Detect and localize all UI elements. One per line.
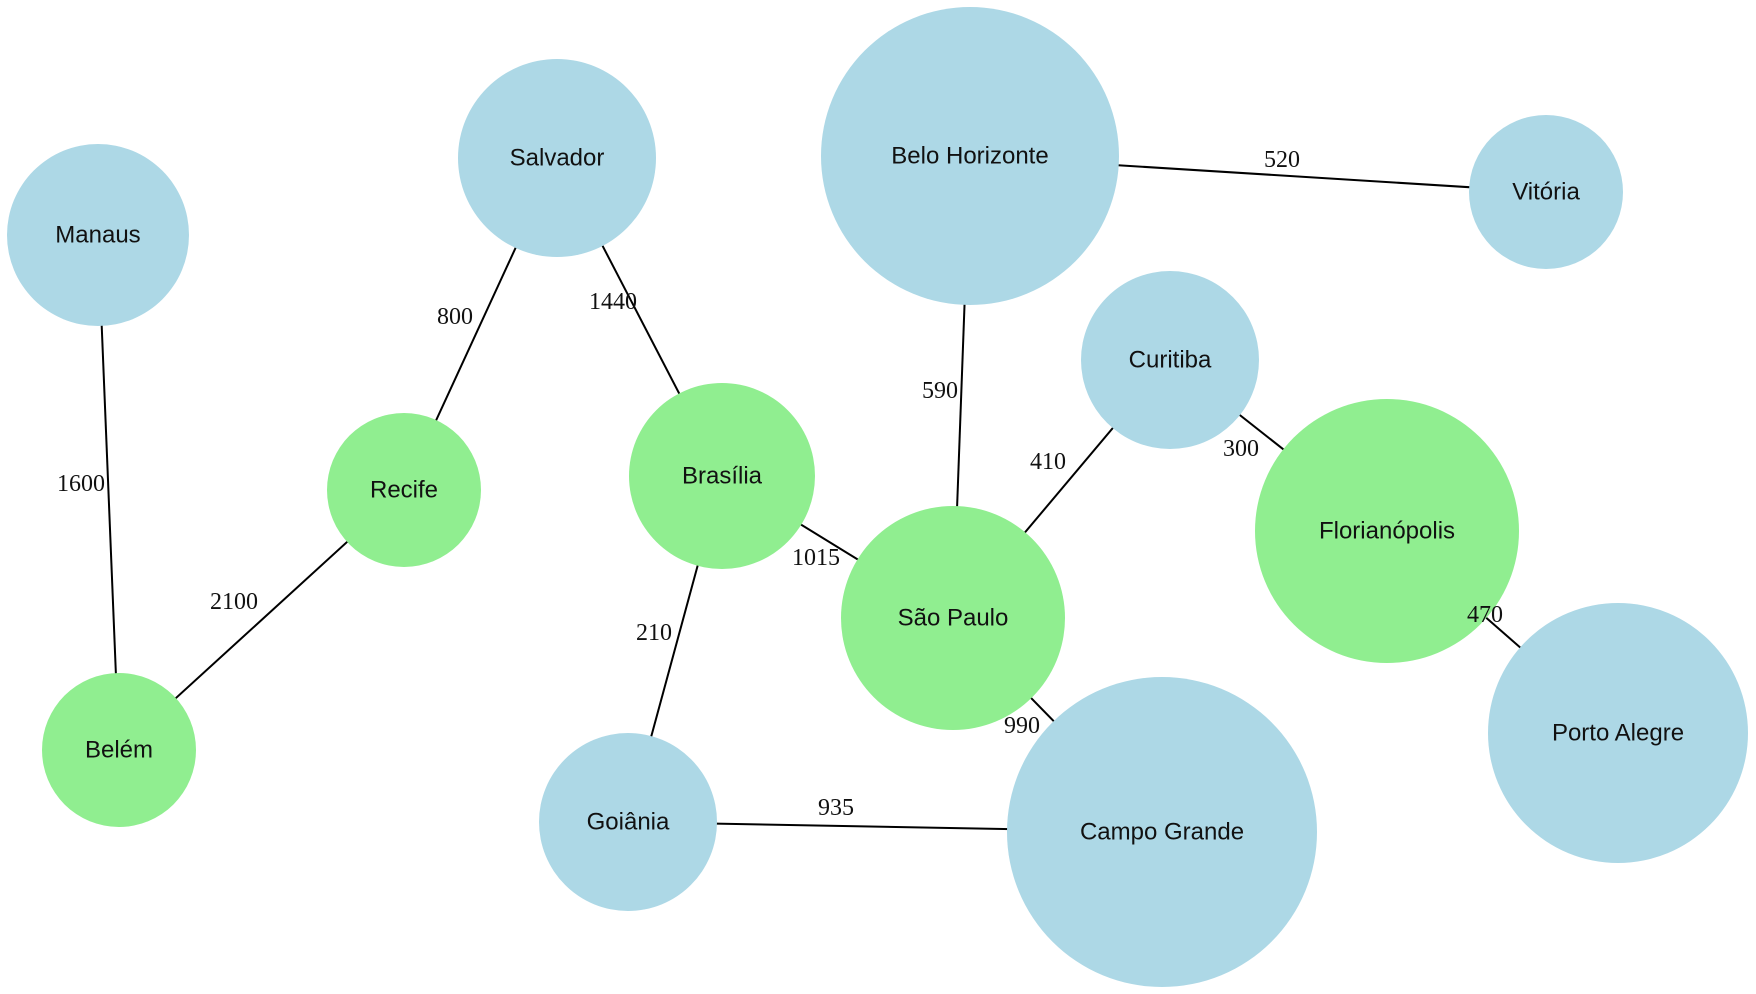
node-circle-curitiba[interactable] [1081, 271, 1259, 449]
node-circle-manaus[interactable] [7, 144, 189, 326]
edge-label-saopaulo-curitiba: 410 [1030, 449, 1066, 475]
edge-label-manaus-belem: 1600 [57, 471, 105, 497]
node-manaus[interactable]: Manaus [7, 144, 189, 326]
node-goiania[interactable]: Goiânia [539, 733, 717, 911]
node-label-belo-horizonte: Belo Horizonte [891, 143, 1048, 170]
node-label-recife: Recife [370, 477, 438, 504]
node-circle-goiania[interactable] [539, 733, 717, 911]
node-salvador[interactable]: Salvador [458, 59, 656, 257]
edge-labels-layer: 1600 2100 800 1440 1015 210 935 990 590 410 520 300… [57, 147, 1503, 821]
edge-label-goiania-campogrande: 935 [818, 795, 854, 821]
edge-label-salvador-brasilia: 1440 [589, 289, 637, 315]
edge-label-belohorizonte-vitoria: 520 [1264, 147, 1300, 173]
node-circle-campo-grande[interactable] [1007, 677, 1317, 987]
node-label-salvador: Salvador [510, 145, 605, 172]
edge-label-saopaulo-belohorizonte: 590 [922, 378, 958, 404]
node-label-manaus: Manaus [55, 222, 140, 249]
edge-label-brasilia-goiania: 210 [636, 620, 672, 646]
node-circle-belo-horizonte[interactable] [821, 7, 1119, 305]
node-circle-vitoria[interactable] [1469, 115, 1623, 269]
node-label-brasilia: Brasília [682, 463, 763, 490]
node-circle-brasilia[interactable] [629, 383, 815, 569]
node-label-campo-grande: Campo Grande [1080, 819, 1244, 846]
node-label-goiania: Goiânia [587, 809, 670, 836]
node-label-florianopolis: Florianópolis [1319, 518, 1455, 545]
node-circle-sao-paulo[interactable] [841, 506, 1065, 730]
node-circle-florianopolis[interactable] [1255, 399, 1519, 663]
node-campo-grande[interactable]: Campo Grande [1007, 677, 1317, 987]
node-label-porto-alegre: Porto Alegre [1552, 720, 1684, 747]
edge-label-belem-recife: 2100 [210, 589, 258, 615]
node-belo-horizonte[interactable]: Belo Horizonte [821, 7, 1119, 305]
node-circle-salvador[interactable] [458, 59, 656, 257]
node-circle-porto-alegre[interactable] [1488, 603, 1748, 863]
node-sao-paulo[interactable]: São Paulo [841, 506, 1065, 730]
node-circle-recife[interactable] [327, 413, 481, 567]
node-florianopolis[interactable]: Florianópolis [1255, 399, 1519, 663]
node-label-sao-paulo: São Paulo [898, 605, 1009, 632]
nodes-layer: Manaus Salvador Belo HorizonteVitóriaCurit… [7, 7, 1748, 987]
edge-label-florianopolis-portoalegre: 470 [1467, 602, 1503, 628]
node-label-curitiba: Curitiba [1129, 347, 1212, 374]
edge-label-brasilia-saopaulo: 1015 [792, 545, 840, 571]
node-porto-alegre[interactable]: Porto Alegre [1488, 603, 1748, 863]
node-curitiba[interactable]: Curitiba [1081, 271, 1259, 449]
edge-label-curitiba-florianopolis: 300 [1223, 436, 1259, 462]
node-circle-belem[interactable] [42, 673, 196, 827]
node-label-vitoria: Vitória [1512, 179, 1580, 206]
node-brasilia[interactable]: Brasília [629, 383, 815, 569]
edge-label-recife-salvador: 800 [437, 304, 473, 330]
node-recife[interactable]: Recife [327, 413, 481, 567]
node-belem[interactable]: Belém [42, 673, 196, 827]
node-label-belem: Belém [85, 737, 153, 764]
edge-label-saopaulo-campogrande: 990 [1004, 713, 1040, 739]
node-vitoria[interactable]: Vitória [1469, 115, 1623, 269]
